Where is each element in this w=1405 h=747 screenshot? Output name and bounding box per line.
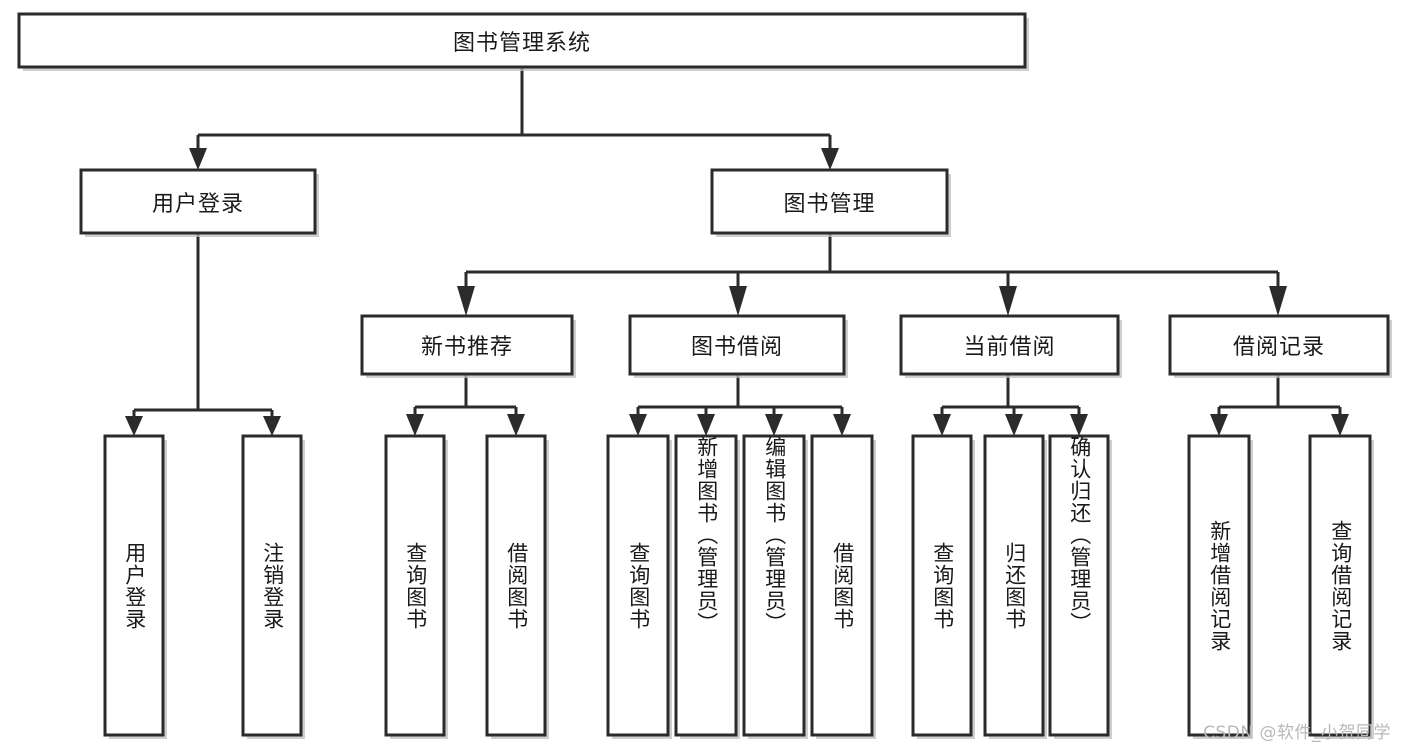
watermark-text: CSDN @软件_小贺同学	[1203, 723, 1391, 743]
arrow-to-leaf-query-book-1	[406, 414, 424, 436]
connector-group-user-login	[125, 233, 281, 436]
arrow-to-leaf-add-book	[697, 414, 715, 436]
arrow-to-leaf-add-record	[1210, 414, 1228, 436]
node-box-leaf-query-book-2[interactable]	[606, 434, 670, 737]
arrow-to-book-manage	[821, 148, 839, 170]
arrow-to-leaf-edit-book	[765, 414, 783, 436]
node-box-leaf-user-login[interactable]	[103, 434, 165, 737]
arrow-to-leaf-query-book-2	[629, 414, 647, 436]
connector-group-new-book-rec	[406, 374, 525, 436]
node-box-leaf-borrow-book-2[interactable]	[810, 434, 874, 737]
node-box-leaf-borrow-book-1[interactable]	[485, 434, 547, 737]
connector-group-book-borrow	[629, 374, 851, 436]
node-box-leaf-query-book-1[interactable]	[384, 434, 446, 737]
arrow-to-borrow-record	[1269, 286, 1287, 316]
arrow-to-leaf-query-book-3	[933, 414, 951, 436]
node-box-book-manage[interactable]	[710, 168, 949, 235]
connector-group-borrow-record	[1210, 374, 1349, 436]
connector-group-root	[189, 67, 839, 170]
connector-group-current-borrow	[933, 374, 1088, 436]
arrow-to-leaf-logout	[263, 416, 281, 436]
node-box-user-login[interactable]	[79, 168, 317, 235]
node-box-leaf-return-book[interactable]	[983, 434, 1045, 737]
node-box-leaf-add-book[interactable]	[674, 434, 738, 737]
node-box-leaf-query-book-3[interactable]	[911, 434, 973, 737]
node-box-leaf-confirm-return[interactable]	[1048, 434, 1110, 737]
arrow-to-leaf-confirm-return	[1070, 414, 1088, 436]
arrow-to-leaf-borrow-book-2	[833, 414, 851, 436]
node-box-new-book-rec[interactable]	[360, 314, 574, 376]
node-box-leaf-add-record[interactable]	[1187, 434, 1251, 737]
node-box-leaf-query-record[interactable]	[1308, 434, 1372, 737]
arrow-to-leaf-borrow-book-1	[507, 414, 525, 436]
arrow-to-leaf-user-login	[125, 416, 143, 436]
node-box-book-borrow[interactable]	[628, 314, 846, 376]
connector-group-book-manage	[457, 233, 1287, 316]
arrow-to-user-login	[189, 148, 207, 170]
arrow-to-book-borrow	[729, 286, 747, 316]
arrow-to-leaf-query-record	[1331, 414, 1349, 436]
arrow-to-leaf-return-book	[1005, 414, 1023, 436]
node-box-leaf-logout[interactable]	[241, 434, 303, 737]
node-box-current-borrow[interactable]	[899, 314, 1120, 376]
node-box-borrow-record[interactable]	[1168, 314, 1390, 376]
node-box-root[interactable]	[17, 12, 1027, 69]
arrow-to-new-book-rec	[457, 286, 475, 316]
arrow-to-current-borrow	[999, 286, 1017, 316]
node-box-leaf-edit-book[interactable]	[742, 434, 806, 737]
